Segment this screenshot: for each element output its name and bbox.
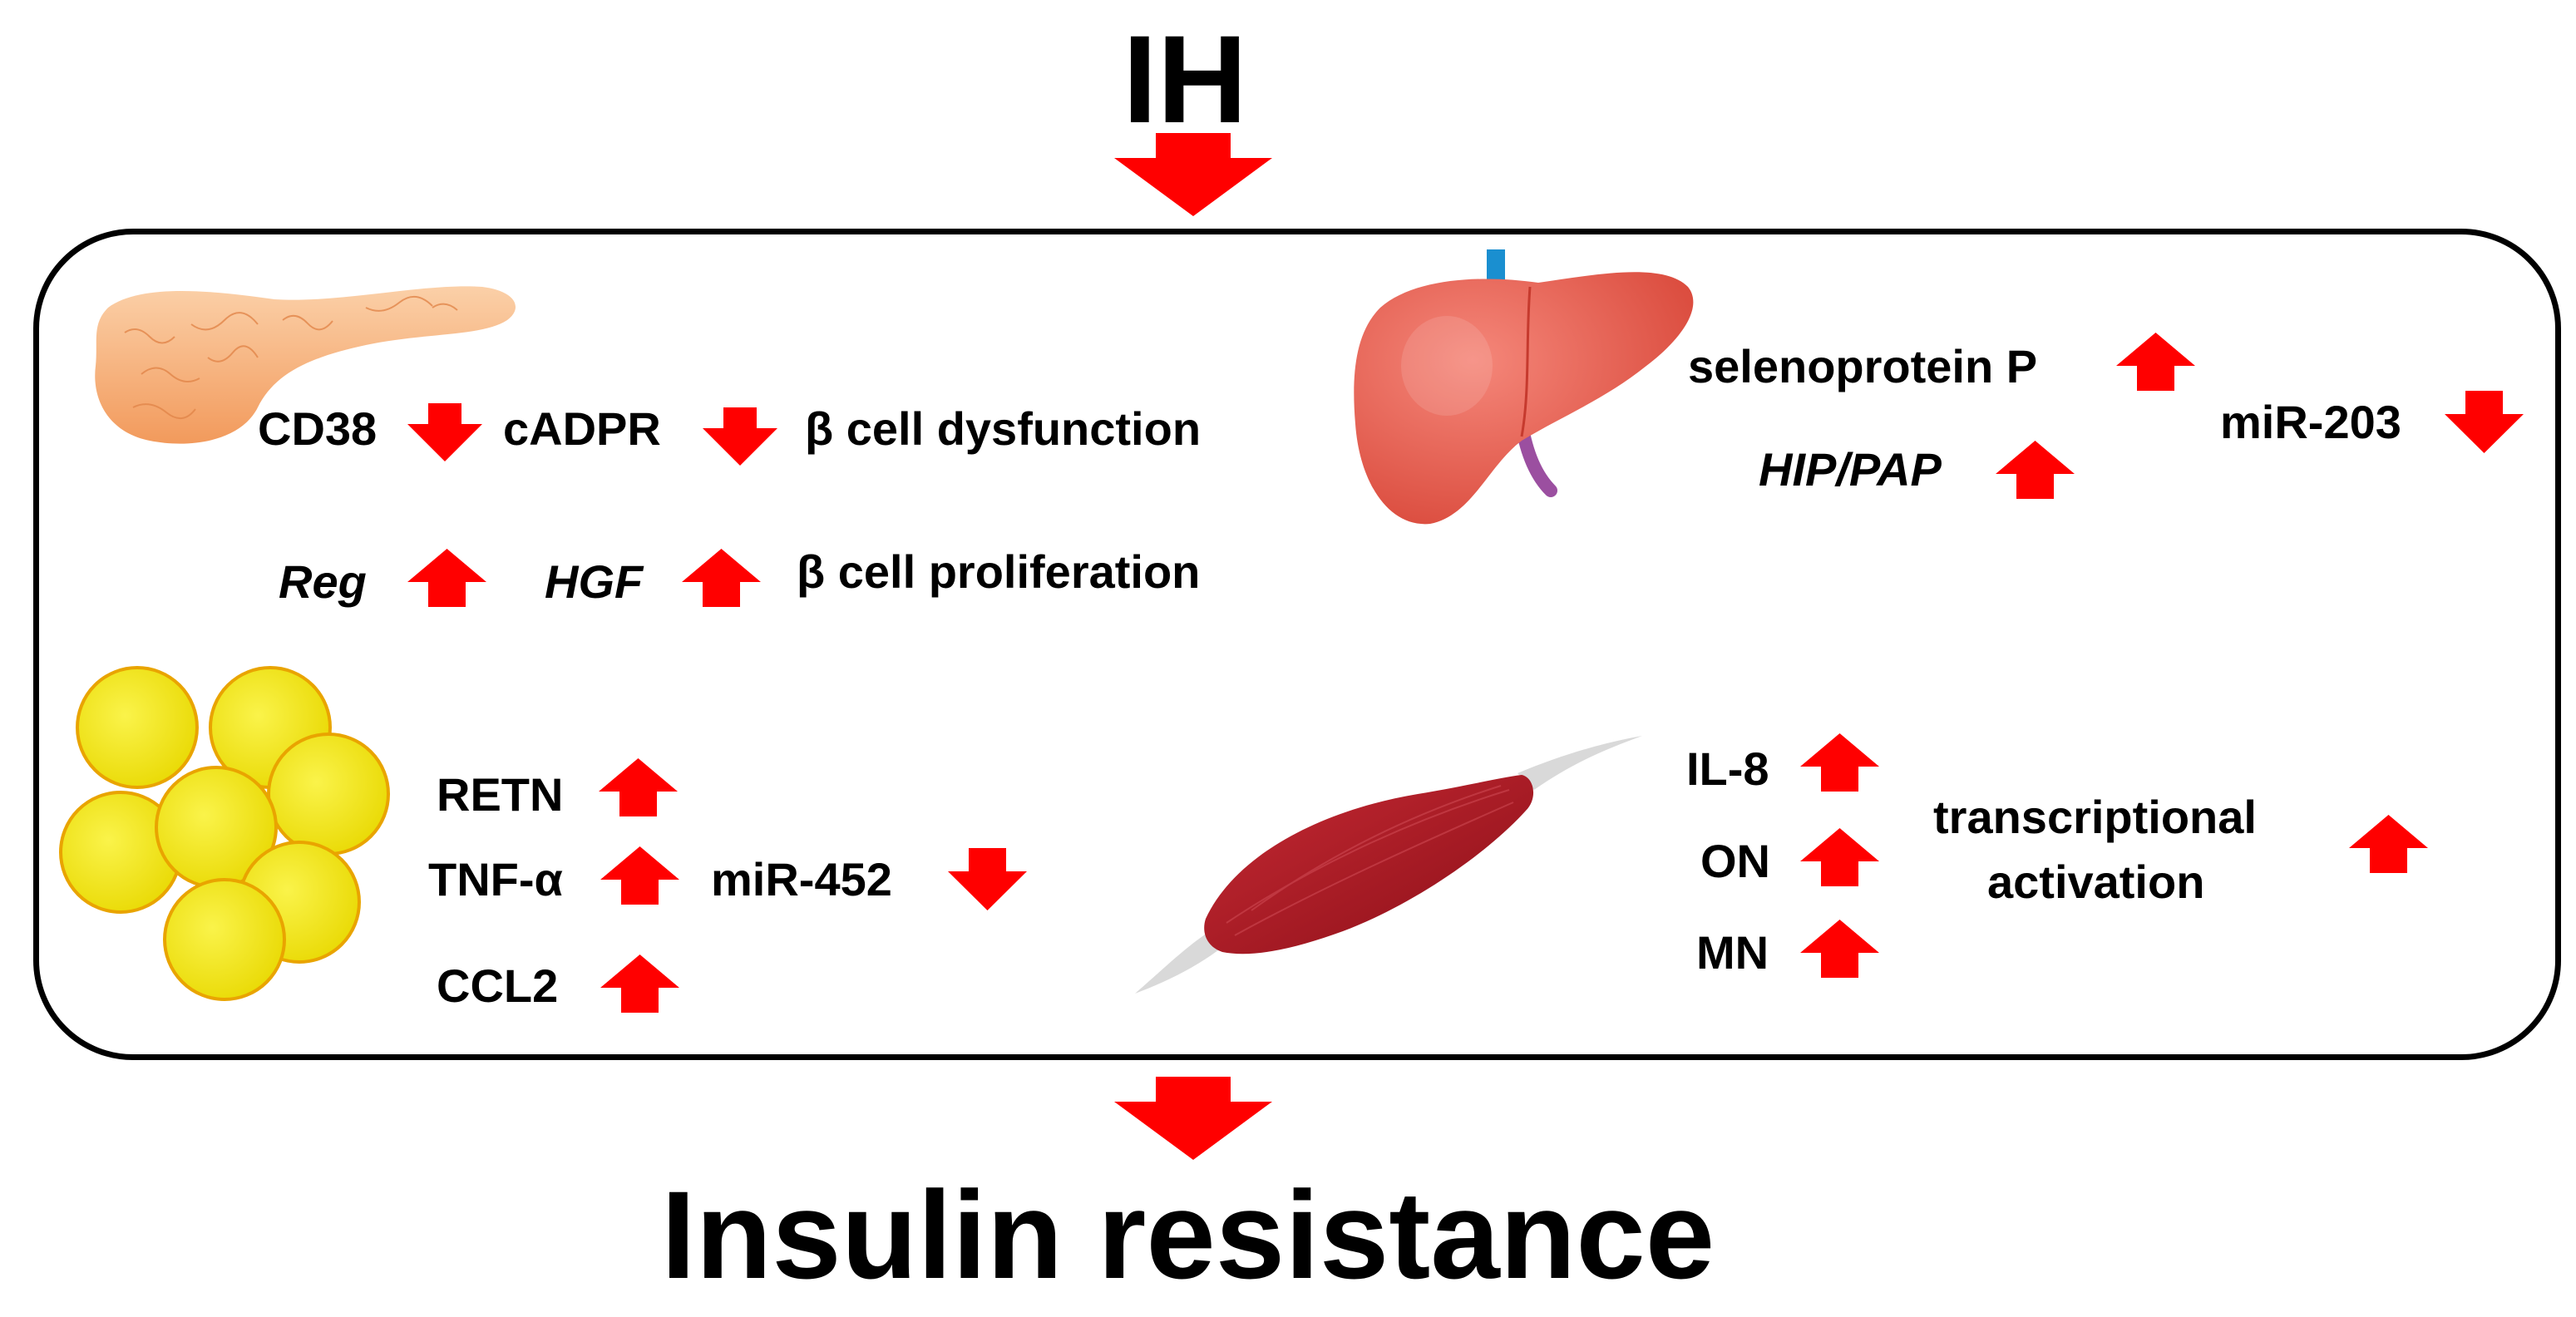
up-arrow-icon bbox=[599, 758, 678, 816]
liver-icon bbox=[1354, 249, 1694, 525]
up-arrow-icon bbox=[1800, 828, 1879, 886]
up-arrow-icon bbox=[1800, 920, 1879, 978]
mir-203-label: miR-203 bbox=[2220, 396, 2401, 448]
hip-pap-label: HIP/PAP bbox=[1759, 443, 1942, 496]
il-8-label: IL-8 bbox=[1686, 742, 1769, 795]
up-arrow-icon bbox=[2349, 815, 2428, 873]
reg-label: Reg bbox=[279, 555, 367, 608]
input-label: IH bbox=[1123, 9, 1247, 149]
cadpr-label: cADPR bbox=[503, 402, 661, 455]
up-arrow-icon bbox=[600, 846, 679, 905]
up-arrow-icon bbox=[407, 549, 486, 607]
pancreas-icon bbox=[95, 286, 516, 444]
muscle-icon bbox=[1135, 736, 1642, 994]
transcriptional-label: transcriptional bbox=[1933, 791, 2257, 843]
selenoprotein-p-label: selenoprotein P bbox=[1688, 340, 2038, 392]
down-arrow-icon bbox=[948, 848, 1027, 910]
tnf-alpha-label: TNF-α bbox=[428, 853, 563, 905]
up-arrow-icon bbox=[682, 549, 761, 607]
beta-cell-dysfunction-label: β cell dysfunction bbox=[805, 402, 1202, 455]
hgf-label: HGF bbox=[545, 555, 644, 608]
up-arrow-icon bbox=[1996, 441, 2075, 499]
down-arrow-icon bbox=[1114, 1077, 1272, 1160]
down-arrow-icon bbox=[407, 403, 482, 461]
mn-label: MN bbox=[1696, 926, 1769, 979]
retn-label: RETN bbox=[437, 768, 564, 821]
on-label: ON bbox=[1700, 835, 1770, 887]
down-arrow-icon bbox=[2445, 391, 2524, 453]
organ-effects-box bbox=[33, 229, 2561, 1060]
beta-cell-proliferation-label: β cell proliferation bbox=[797, 545, 1201, 598]
mir-452-label: miR-452 bbox=[711, 853, 892, 905]
down-arrow-icon bbox=[703, 407, 777, 466]
activation-label: activation bbox=[1987, 856, 2205, 908]
adipocytes-icon bbox=[59, 666, 390, 1001]
down-arrow-icon bbox=[1114, 133, 1272, 216]
ccl2-label: CCL2 bbox=[437, 959, 559, 1012]
insulin-resistance-label: Insulin resistance bbox=[661, 1165, 1715, 1305]
cd38-label: CD38 bbox=[258, 402, 378, 455]
up-arrow-icon bbox=[1800, 733, 1879, 792]
up-arrow-icon bbox=[600, 954, 679, 1013]
up-arrow-icon bbox=[2116, 333, 2195, 391]
